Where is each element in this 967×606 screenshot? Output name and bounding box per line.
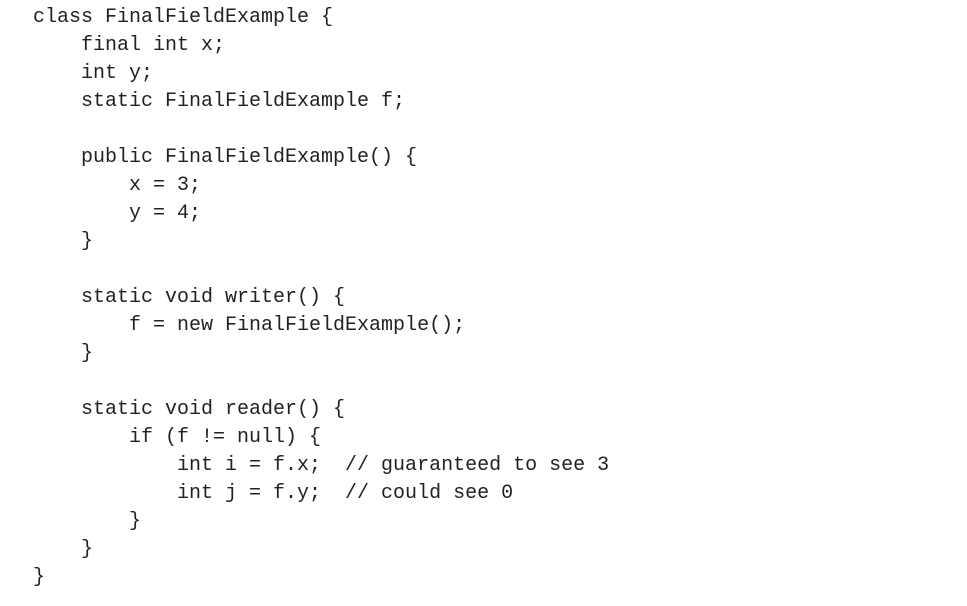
code-line: int j = f.y; // could see 0 bbox=[33, 482, 514, 505]
code-line: y = 4; bbox=[33, 202, 202, 225]
code-line: class FinalFieldExample { bbox=[33, 6, 334, 29]
code-line bbox=[33, 116, 609, 144]
code-line: final int x; bbox=[33, 34, 226, 57]
code-line: } bbox=[33, 230, 94, 253]
code-line: int i = f.x; // guaranteed to see 3 bbox=[33, 454, 610, 477]
code-line: } bbox=[33, 510, 142, 533]
code-line bbox=[33, 368, 609, 396]
code-line: f = new FinalFieldExample(); bbox=[33, 314, 466, 337]
code-line: public FinalFieldExample() { bbox=[33, 146, 418, 169]
code-line: } bbox=[33, 538, 94, 561]
code-listing: class FinalFieldExample { final int x; i… bbox=[33, 4, 609, 592]
code-line: int y; bbox=[33, 62, 154, 85]
code-line: } bbox=[33, 566, 46, 589]
code-line: x = 3; bbox=[33, 174, 202, 197]
code-line: if (f != null) { bbox=[33, 426, 322, 449]
code-line: static FinalFieldExample f; bbox=[33, 90, 406, 113]
code-line: static void writer() { bbox=[33, 286, 346, 309]
code-line: } bbox=[33, 342, 94, 365]
code-line: static void reader() { bbox=[33, 398, 346, 421]
code-line bbox=[33, 256, 609, 284]
